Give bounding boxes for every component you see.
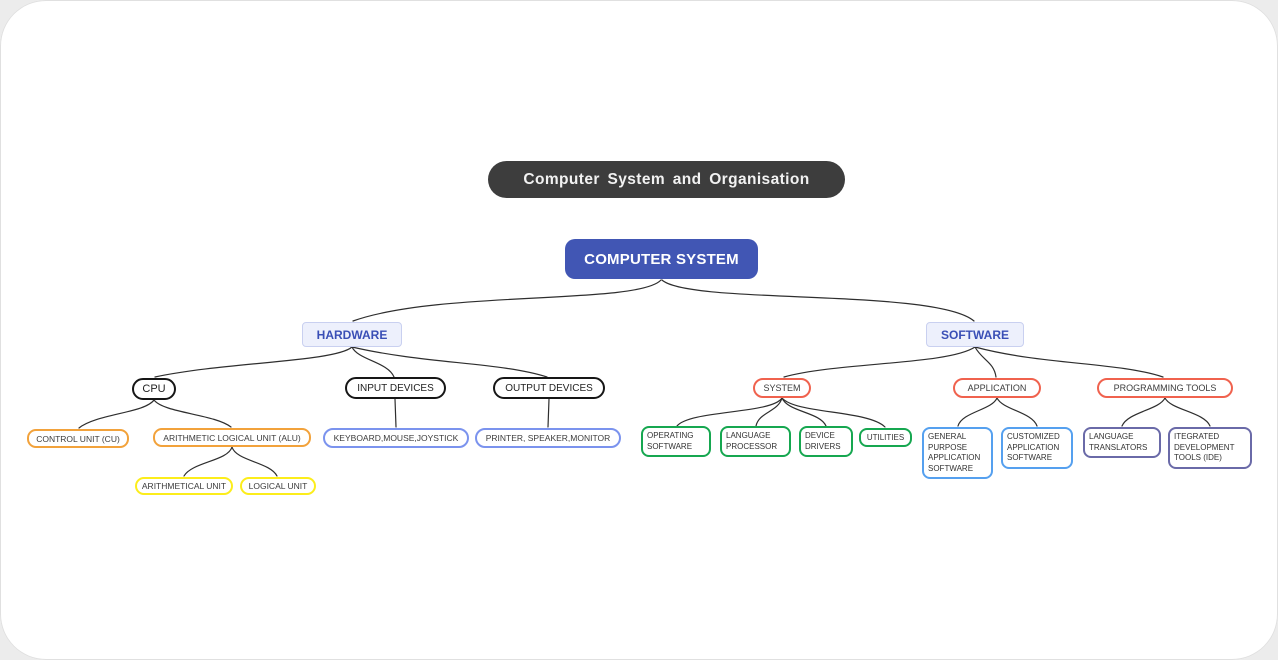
- node-utilities[interactable]: UTILITIES: [859, 428, 912, 447]
- connector-hardware-input: [351, 346, 395, 378]
- connector-software-system: [783, 346, 976, 378]
- connector-software-application: [974, 346, 997, 378]
- connector-software-progtools: [974, 346, 1164, 378]
- node-arithmetical-unit[interactable]: ARITHMETICAL UNIT: [135, 477, 233, 495]
- node-software[interactable]: SOFTWARE: [926, 322, 1024, 347]
- node-ide-tools[interactable]: ITEGRATED DEVELOPMENT TOOLS (IDE): [1168, 427, 1252, 469]
- node-programming-tools[interactable]: PROGRAMMING TOOLS: [1097, 378, 1233, 398]
- node-printer-speaker-monitor[interactable]: PRINTER, SPEAKER,MONITOR: [475, 428, 621, 448]
- connector-cpu-control-unit: [78, 399, 155, 429]
- connector-hardware-cpu: [154, 346, 353, 378]
- node-computer-system[interactable]: COMPUTER SYSTEM: [565, 239, 758, 279]
- connector-alu-logical-unit: [231, 446, 278, 477]
- diagram-title: Computer System and Organisation: [488, 161, 845, 198]
- connector-system-langproc: [755, 397, 783, 427]
- connector-cpu-alu: [153, 399, 232, 428]
- connector-application-customized: [996, 397, 1038, 427]
- connector-progtools-ide: [1164, 397, 1211, 427]
- connector-input-keyboard: [394, 398, 397, 428]
- node-language-translators[interactable]: LANGUAGE TRANSLATORS: [1083, 427, 1161, 458]
- node-logical-unit[interactable]: LOGICAL UNIT: [240, 477, 316, 495]
- node-application[interactable]: APPLICATION: [953, 378, 1041, 398]
- node-device-drivers[interactable]: DEVICE DRIVERS: [799, 426, 853, 457]
- connector-progtools-translators: [1121, 397, 1166, 427]
- node-system[interactable]: SYSTEM: [753, 378, 811, 398]
- node-language-processor[interactable]: LANGUAGE PROCESSOR: [720, 426, 791, 457]
- connector-application-general: [957, 397, 998, 427]
- connector-alu-arithmetical-unit: [183, 446, 233, 477]
- connector-system-drivers: [781, 397, 827, 427]
- node-alu[interactable]: ARITHMETIC LOGICAL UNIT (ALU): [153, 428, 311, 447]
- node-hardware[interactable]: HARDWARE: [302, 322, 402, 347]
- connector-system-operating: [676, 397, 783, 427]
- node-general-purpose-software[interactable]: GENERAL PURPOSE APPLICATION SOFTWARE: [922, 427, 993, 479]
- node-customized-software[interactable]: CUSTOMIZED APPLICATION SOFTWARE: [1001, 427, 1073, 469]
- node-output-devices[interactable]: OUTPUT DEVICES: [493, 377, 605, 399]
- node-control-unit[interactable]: CONTROL UNIT (CU): [27, 429, 129, 448]
- connector-system-utilities: [781, 397, 886, 428]
- connector-output-printer: [547, 398, 550, 428]
- connector-hardware-output: [351, 346, 548, 378]
- node-input-devices[interactable]: INPUT DEVICES: [345, 377, 446, 399]
- node-operating-software[interactable]: OPERATING SOFTWARE: [641, 426, 711, 457]
- connector-root-hardware: [352, 279, 662, 322]
- node-keyboard-mouse-joystick[interactable]: KEYBOARD,MOUSE,JOYSTICK: [323, 428, 469, 448]
- node-cpu[interactable]: CPU: [132, 378, 176, 400]
- connector-root-software: [661, 279, 975, 322]
